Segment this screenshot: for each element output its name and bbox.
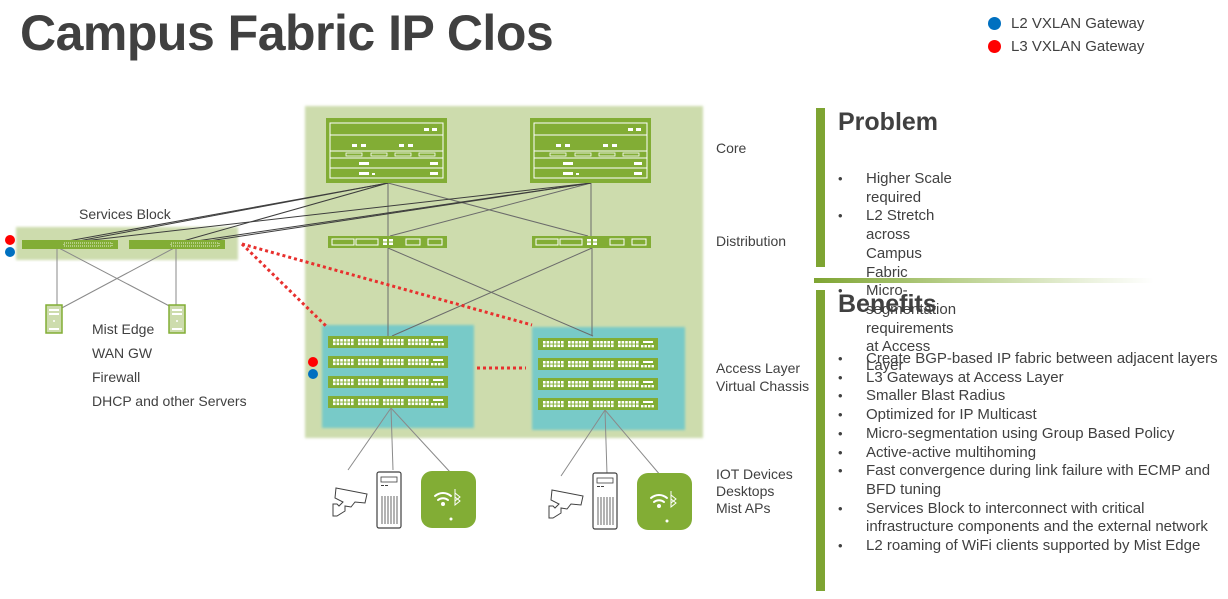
- l3-gateway-dot-icon: [5, 235, 15, 245]
- desktop-tower-icon: [592, 472, 618, 530]
- security-camera-icon: [332, 487, 368, 517]
- benefits-item: Fast convergence during link failure wit…: [838, 462, 1218, 499]
- services-item: DHCP and other Servers: [92, 393, 247, 409]
- layer-label-endpoints: IOT Devices Desktops Mist APs: [716, 466, 793, 517]
- legend-label-l2: L2 VXLAN Gateway: [1011, 15, 1145, 32]
- access-switch: [538, 398, 658, 410]
- distribution-switch-right: [532, 236, 651, 248]
- access-endpoint-links: [347, 407, 662, 477]
- server-icon: [168, 304, 186, 334]
- access-switch-stack-left: [328, 336, 448, 408]
- dotted-l2-links: [240, 242, 533, 370]
- l2-gateway-dot-icon: [988, 17, 1001, 30]
- services-item: WAN GW: [92, 345, 153, 361]
- services-server-links: [56, 246, 178, 311]
- server-icon: [45, 304, 63, 334]
- section-divider: [814, 278, 1154, 283]
- benefits-accent-bar: [816, 290, 825, 591]
- l2-gateway-dot-icon: [308, 369, 318, 379]
- services-item: Mist Edge: [92, 321, 155, 337]
- mist-ap-icon: [637, 473, 692, 530]
- problem-item: L2 Stretch across Campus Fabric: [838, 207, 956, 282]
- access-switch: [328, 336, 448, 348]
- legend: L2 VXLAN Gateway L3 VXLAN Gateway: [988, 12, 1144, 58]
- layer-label-endpoints-line: Desktops: [716, 483, 775, 499]
- layer-label-distribution: Distribution: [716, 233, 787, 249]
- core-services-links: [56, 182, 592, 247]
- access-switch: [328, 396, 448, 408]
- layer-label-core: Core: [716, 140, 747, 156]
- core-switch-right: [530, 118, 651, 183]
- l3-gateway-dot-icon: [988, 40, 1001, 53]
- services-switch-right: [129, 240, 225, 249]
- access-switch-stack-right: [538, 338, 658, 410]
- services-list: Mist Edge WAN GW Firewall DHCP and other…: [92, 317, 247, 413]
- layer-label-access: Access Layer Virtual Chassis: [716, 359, 809, 395]
- benefits-item: Services Block to interconnect with crit…: [838, 500, 1218, 537]
- access-switch: [538, 378, 658, 390]
- services-switch-left: [22, 240, 118, 249]
- core-distribution-links: [387, 182, 594, 337]
- benefits-item: Active-active multihoming: [838, 444, 1218, 463]
- access-switch: [328, 356, 448, 368]
- l2-gateway-dot-icon: [5, 247, 15, 257]
- legend-label-l3: L3 VXLAN Gateway: [1011, 38, 1145, 55]
- services-block-label: Services Block: [79, 206, 171, 222]
- benefits-item: Create BGP-based IP fabric between adjac…: [838, 350, 1218, 369]
- access-switch: [538, 358, 658, 370]
- problem-item: Higher Scale required: [838, 170, 956, 207]
- distribution-switch-left: [328, 236, 447, 248]
- layer-label-access-line: Access Layer: [716, 360, 801, 376]
- benefits-item: Micro-segmentation using Group Based Pol…: [838, 425, 1218, 444]
- legend-item-l2: L2 VXLAN Gateway: [988, 12, 1144, 35]
- access-switch: [538, 338, 658, 350]
- page-title: Campus Fabric IP Clos: [20, 5, 554, 61]
- benefits-panel: Benefits Create BGP-based IP fabric betw…: [816, 290, 1226, 595]
- benefits-item: Optimized for IP Multicast: [838, 406, 1218, 425]
- l3-gateway-dot-icon: [308, 357, 318, 367]
- layer-label-endpoints-line: Mist APs: [716, 500, 771, 516]
- access-switch: [328, 376, 448, 388]
- problem-accent-bar: [816, 108, 825, 267]
- services-item: Firewall: [92, 369, 141, 385]
- security-camera-icon: [548, 489, 584, 519]
- layer-label-access-line: Virtual Chassis: [716, 378, 810, 394]
- benefits-list: Create BGP-based IP fabric between adjac…: [838, 350, 1218, 556]
- benefits-heading: Benefits: [838, 290, 937, 318]
- problem-heading: Problem: [838, 108, 939, 136]
- mist-ap-icon: [421, 471, 476, 528]
- desktop-tower-icon: [376, 471, 402, 529]
- layer-label-endpoints-line: IOT Devices: [716, 466, 793, 482]
- network-diagram: [5, 106, 703, 530]
- benefits-item: L3 Gateways at Access Layer: [838, 369, 1218, 388]
- benefits-item: L2 roaming of WiFi clients supported by …: [838, 537, 1218, 556]
- core-switch-left: [326, 118, 447, 183]
- legend-item-l3: L3 VXLAN Gateway: [988, 35, 1144, 58]
- benefits-item: Smaller Blast Radius: [838, 387, 1218, 406]
